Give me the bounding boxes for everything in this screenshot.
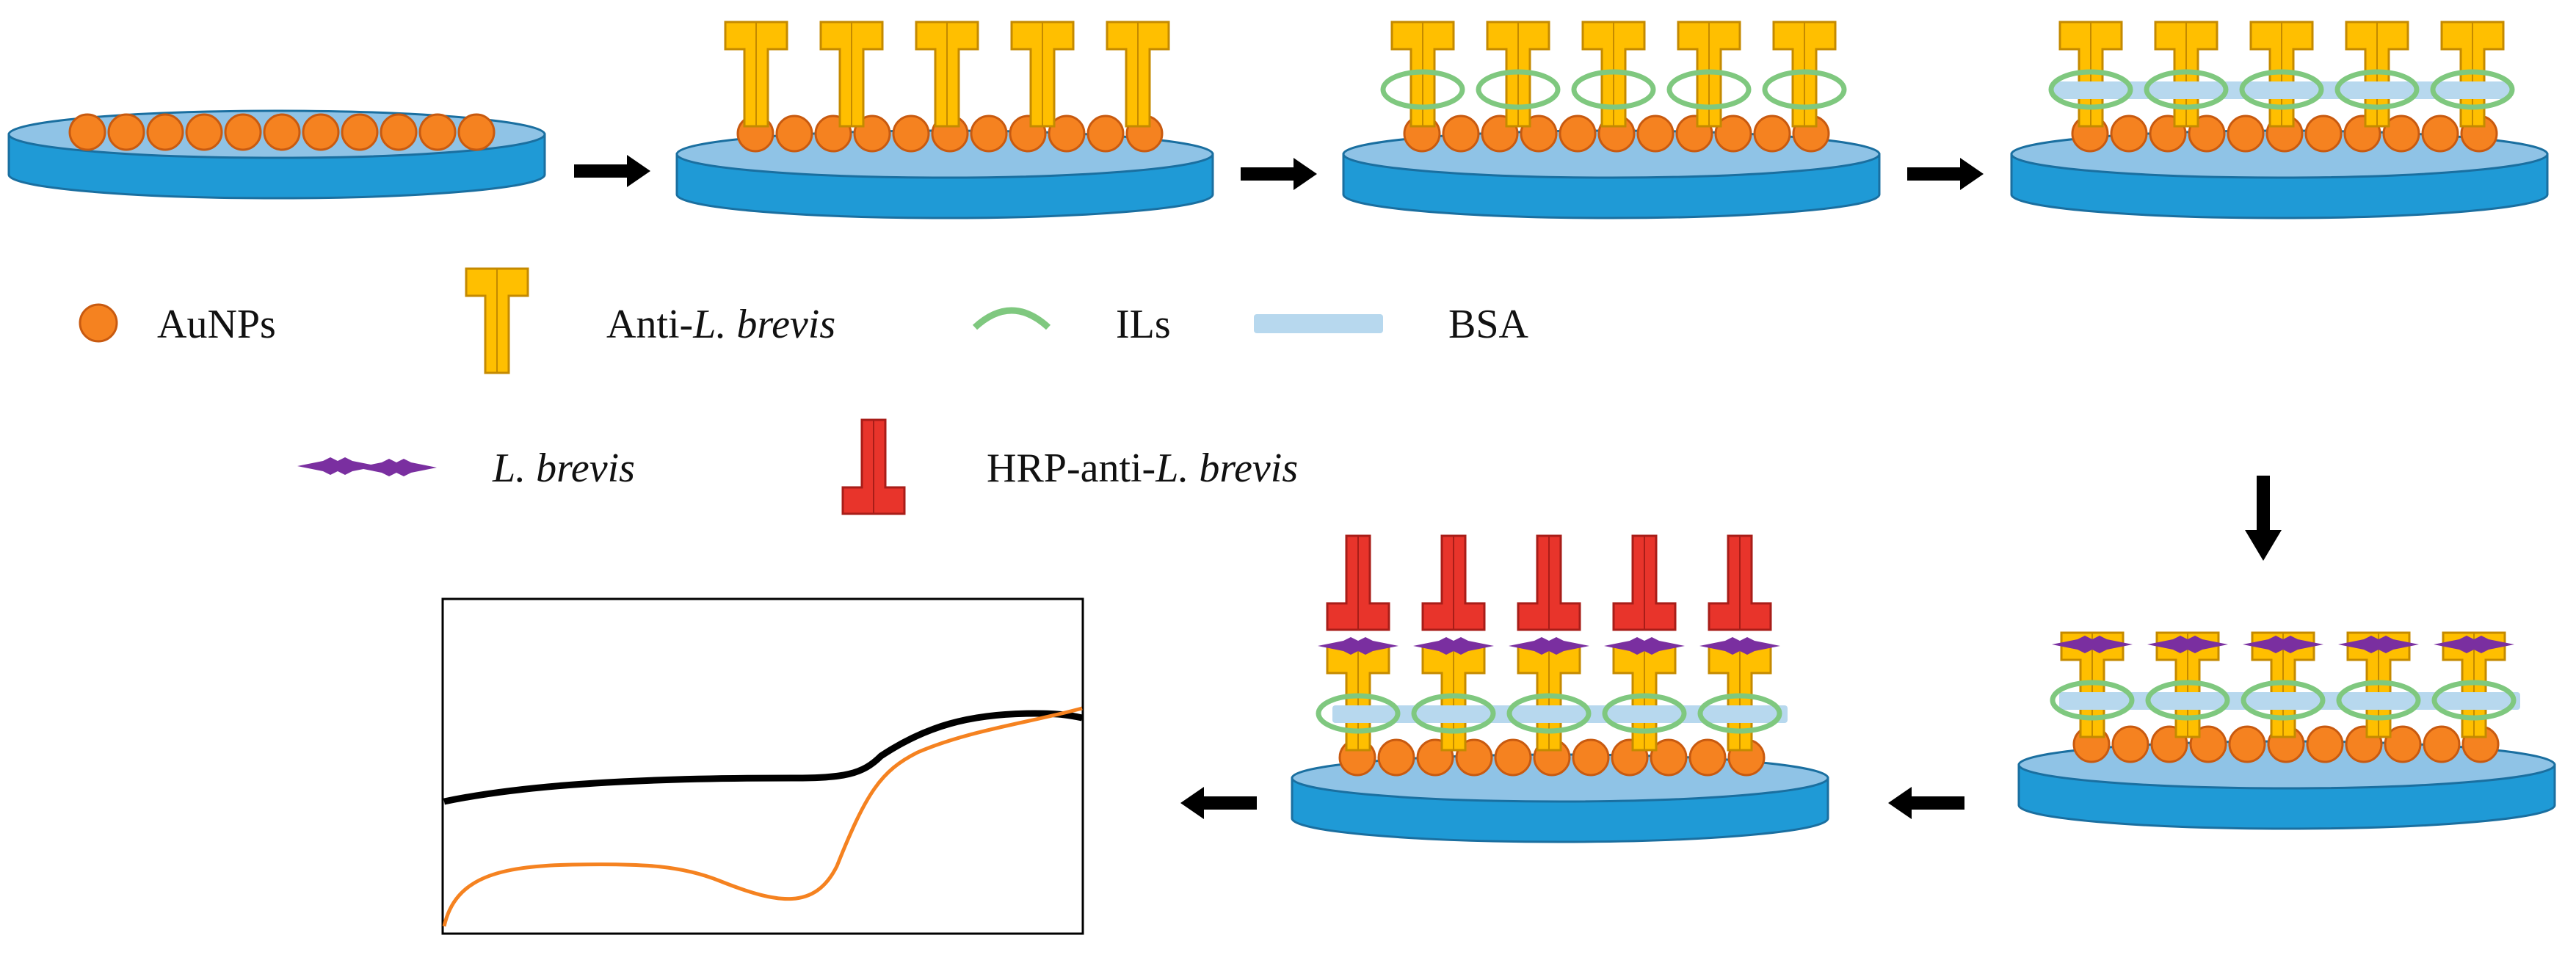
- step1-electrode-aunps: [7, 109, 546, 200]
- il-legend-icon: [972, 307, 1051, 333]
- step2-antibody-immobilized: [675, 22, 1214, 219]
- hrp-antibody-legend-icon: [841, 418, 906, 515]
- legend-ils-label: ILs: [1116, 302, 1171, 347]
- arrow-step1-to-step2: [574, 155, 650, 187]
- antibody-legend-icon: [465, 267, 529, 374]
- bacterium-legend-icon: [297, 457, 437, 476]
- legend-hrp-label: HRP-anti-L. brevis: [987, 446, 1298, 491]
- legend: AuNPs Anti-L. brevis ILs BSA L. brevis H…: [79, 267, 1528, 515]
- arrow-step6-to-plot: [1180, 787, 1257, 819]
- legend-lbrevis-label: L. brevis: [492, 446, 635, 491]
- curve-black: [443, 710, 1083, 805]
- arrow-step5-to-step6: [1888, 787, 1964, 819]
- legend-bsa-label: BSA: [1448, 302, 1528, 347]
- result-plot: [441, 597, 1084, 935]
- arrow-step4-to-step5: [2245, 476, 2282, 561]
- step3-ionic-liquid: [1342, 22, 1881, 219]
- step6-hrp-labelled-antibody: [1291, 536, 1829, 843]
- legend-aunps-label: AuNPs: [157, 302, 276, 347]
- arrow-step3-to-step4: [1907, 158, 1984, 190]
- aunp-legend-icon: [79, 303, 118, 343]
- legend-anti-label: Anti-L. brevis: [606, 302, 835, 347]
- bsa-legend-icon: [1254, 314, 1383, 333]
- curve-orange: [442, 706, 1083, 927]
- step5-bacteria-capture: [2017, 633, 2556, 830]
- step4-bsa-blocking: [2010, 22, 2549, 219]
- arrow-step2-to-step3: [1241, 158, 1317, 190]
- plot-frame: [441, 597, 1084, 935]
